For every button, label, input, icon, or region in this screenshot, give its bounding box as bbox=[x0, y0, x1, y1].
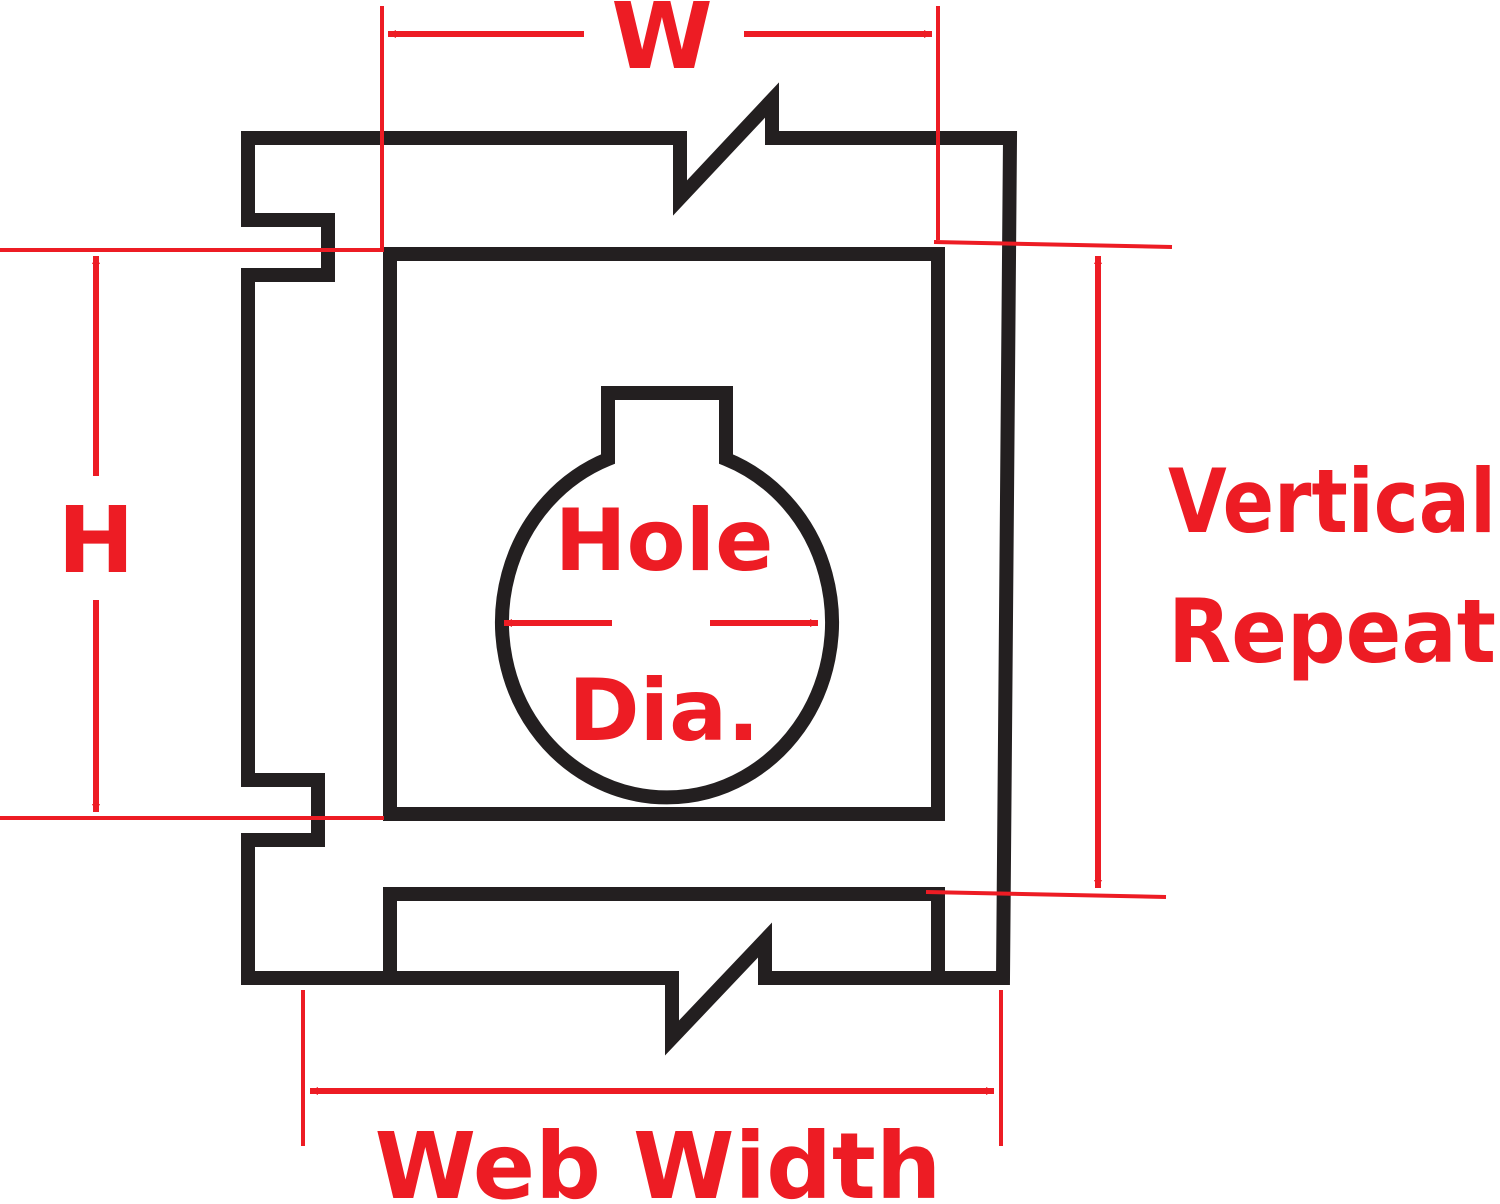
repeat-extension-bottom bbox=[925, 890, 1167, 899]
liner-outline bbox=[241, 82, 1018, 1056]
hole-outline bbox=[495, 386, 839, 805]
label-outline bbox=[383, 247, 945, 821]
height-label: H bbox=[58, 487, 135, 594]
vertical-repeat-label-line1: Vertical bbox=[1168, 450, 1496, 553]
dimensions bbox=[0, 6, 1173, 1146]
repeat-extension-top bbox=[933, 240, 1173, 249]
next-label-outline bbox=[383, 887, 945, 978]
web-width-label: Web Width bbox=[375, 1113, 942, 1204]
hole-label-line2: Dia. bbox=[568, 661, 760, 761]
vertical-repeat-label-line2: Repeat bbox=[1168, 580, 1496, 683]
web-liner-outline bbox=[241, 82, 1018, 1056]
dimension-labels: W H Hole Dia. Vertical Repeat Web Width bbox=[58, 0, 1497, 1204]
hole-label-line1: Hole bbox=[555, 491, 774, 591]
width-label: W bbox=[611, 0, 712, 90]
